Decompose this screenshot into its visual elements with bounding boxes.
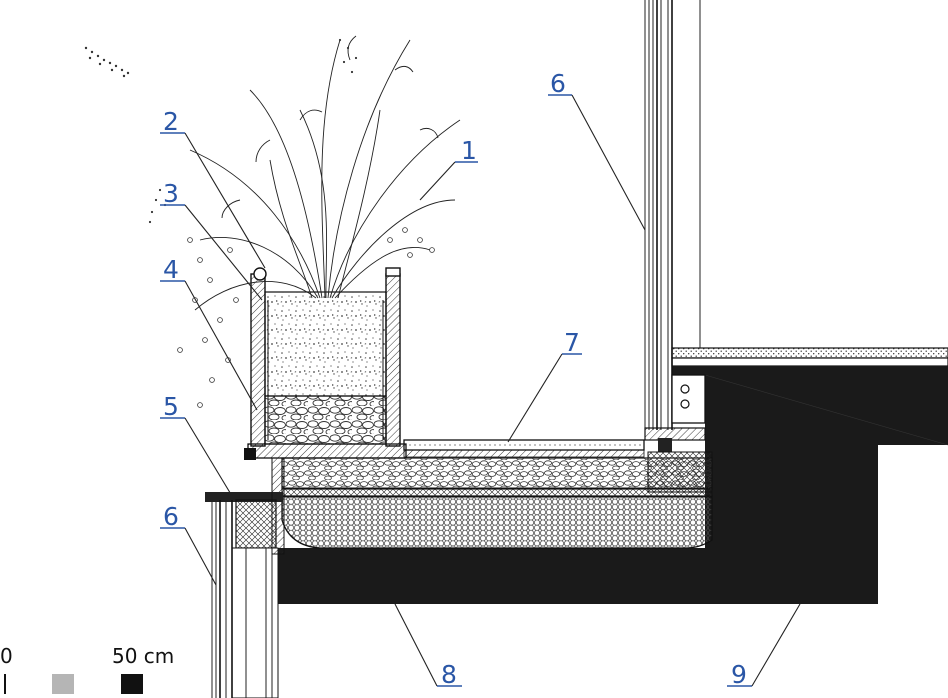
planter	[250, 267, 401, 447]
ornamental-grass-drawing	[84, 35, 461, 408]
callout-3: 3	[163, 179, 179, 208]
callout-6-lower: 6	[163, 502, 179, 531]
scale-segment-mid	[52, 674, 74, 694]
callout-2: 2	[163, 107, 179, 136]
leader-lines	[160, 94, 801, 687]
callout-5: 5	[163, 392, 179, 421]
callout-9: 9	[731, 660, 747, 689]
callout-6-upper: 6	[550, 69, 566, 98]
callout-8: 8	[441, 660, 457, 689]
scale-bar: 0 50 cm	[0, 644, 174, 694]
scale-end-label: 50 cm	[112, 644, 174, 668]
scale-start-label: 0	[0, 644, 13, 668]
scale-segment-end	[121, 674, 143, 694]
floor-buildup	[244, 439, 713, 549]
callout-7: 7	[564, 328, 580, 357]
scale-tick-start	[4, 674, 6, 694]
callout-4: 4	[163, 255, 179, 284]
callout-1: 1	[461, 136, 477, 165]
wall-lower	[205, 457, 285, 698]
glazing-upper	[644, 0, 706, 452]
